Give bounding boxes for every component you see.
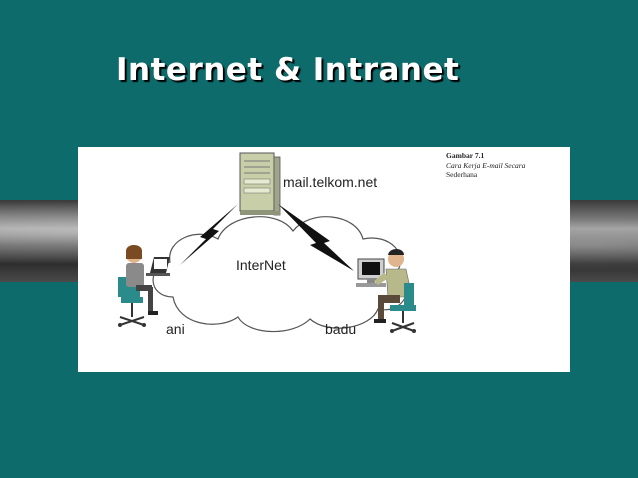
user-right-label: badu (325, 321, 357, 337)
server-label: mail.telkom.net (283, 174, 378, 190)
mail-server-icon (239, 152, 281, 216)
caption-title: Gambar 7.1 (446, 151, 485, 160)
caption-line-2: Cara Kerja E-mail Secara (446, 160, 526, 170)
email-diagram: mail.telkom.net InterNet ani badu Gambar… (78, 147, 570, 372)
user-at-desktop-icon (356, 249, 416, 333)
slide-title: Internet & Intranet (116, 52, 460, 88)
cloud-label: InterNet (236, 257, 286, 273)
figure-caption: Gambar 7.1 Cara Kerja E-mail Secara Sede… (446, 151, 566, 180)
lightning-link-icon (180, 204, 354, 271)
caption-line-3: Sederhana (446, 170, 478, 179)
diagram-drawing (118, 152, 416, 333)
user-left-label: ani (166, 321, 185, 337)
user-at-laptop-icon (118, 245, 170, 327)
cloud-icon (152, 216, 408, 333)
